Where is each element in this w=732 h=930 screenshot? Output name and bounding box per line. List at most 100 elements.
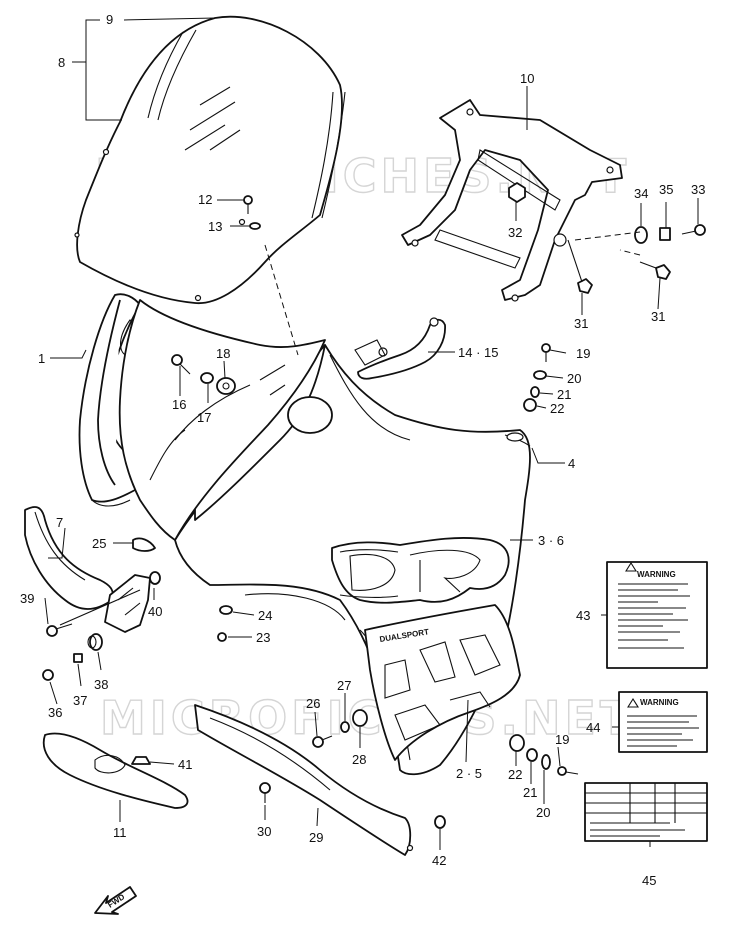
washer-24[interactable] [219,605,233,615]
callout-37: 37 [73,693,87,708]
grommet-28[interactable] [352,709,368,727]
callout-42: 42 [432,853,446,868]
lower-cowl-29[interactable] [194,704,414,856]
bolt-39[interactable] [46,623,73,637]
collar-21b[interactable] [526,748,538,762]
collar-27[interactable] [340,721,350,733]
warning-label-44[interactable]: WARNING [618,691,708,753]
side-duct-7[interactable] [24,506,114,610]
callout-26: 26 [306,696,320,711]
washer-20b[interactable] [541,754,551,770]
callout-21a: 21 [557,387,571,402]
nut-42[interactable] [434,815,446,829]
grommet-22a[interactable] [523,398,537,412]
warning-label-43-text: WARNING [637,570,676,579]
callout-13: 13 [208,219,222,234]
callout-numbers: 9 8 10 12 13 32 34 35 33 31 31 1 14 · 15… [20,12,705,888]
collar-37[interactable] [73,653,83,663]
grommet-34[interactable] [634,226,648,244]
bolt-31a[interactable] [567,239,593,294]
mount-bracket[interactable] [59,574,151,633]
washer-13[interactable] [249,222,261,230]
screw-19a[interactable] [541,343,551,362]
callout-7: 7 [56,515,63,530]
grommet-40[interactable] [149,571,161,585]
decal-dualsport[interactable]: DUALSPORT [364,604,521,761]
callout-22b: 22 [508,767,522,782]
callout-18: 18 [216,346,230,361]
callout-23: 23 [256,630,270,645]
callout-29: 29 [309,830,323,845]
callout-10: 10 [520,71,534,86]
screw-19b[interactable] [557,766,579,776]
callout-28: 28 [352,752,366,767]
callout-45: 45 [642,873,656,888]
grommet-18[interactable] [216,377,236,395]
spring-38[interactable] [87,633,103,651]
callout-11: 11 [113,825,127,840]
callout-32: 32 [508,225,522,240]
bolt-33[interactable] [681,224,706,236]
callout-36: 36 [48,705,62,720]
callout-40: 40 [148,604,162,619]
warning-label-44-text: WARNING [640,698,679,707]
callout-19b: 19 [555,732,569,747]
callout-31b: 31 [651,309,665,324]
callout-34: 34 [634,186,648,201]
callout-21b: 21 [523,785,537,800]
callout-24: 24 [258,608,272,623]
cowling-brace-10[interactable] [401,99,623,302]
clip-25[interactable] [132,537,156,552]
callout-43: 43 [576,608,590,623]
info-label-45[interactable] [584,782,708,842]
callout-20a: 20 [567,371,581,386]
washer-20a[interactable] [533,370,547,380]
alignment-line [264,244,299,356]
screw-30[interactable] [259,782,271,803]
callout-33: 33 [691,182,705,197]
windscreen[interactable] [74,15,346,304]
callout-19a: 19 [576,346,590,361]
callout-25: 25 [92,536,106,551]
callout-31a: 31 [574,316,588,331]
nut-32[interactable] [508,182,526,203]
callout-4: 4 [568,456,575,471]
collar-17[interactable] [200,372,214,384]
callout-17: 17 [197,410,211,425]
callout-35: 35 [659,182,673,197]
callout-41: 41 [178,757,192,772]
callout-1: 1 [38,351,45,366]
decal-dr[interactable] [331,537,510,604]
callout-27: 27 [337,678,351,693]
collar-35[interactable] [659,227,671,241]
callout-20b: 20 [536,805,550,820]
callout-39: 39 [20,591,34,606]
collar-21a[interactable] [530,386,540,398]
screw-36[interactable] [42,669,54,681]
callout-2-5: 2 · 5 [456,766,482,781]
alignment-line [619,249,641,256]
callout-3-6: 3 · 6 [538,533,564,548]
callout-16: 16 [172,397,186,412]
bolt-31b[interactable] [639,261,671,280]
callout-9: 9 [106,12,113,27]
callout-12: 12 [198,192,212,207]
callout-8: 8 [58,55,65,70]
screw-16[interactable] [171,354,191,375]
callout-30: 30 [257,824,271,839]
bracket-14-15[interactable] [354,317,446,380]
callout-22a: 22 [550,401,564,416]
fwd-arrow-icon: FWD [94,886,137,915]
grommet-22b[interactable] [509,734,525,752]
warning-label-43[interactable]: WARNING [606,561,708,669]
bottom-skid-11[interactable] [42,732,189,809]
callout-38: 38 [94,677,108,692]
alignment-line [574,231,641,241]
inner-fairing[interactable] [118,299,326,541]
screw-23[interactable] [217,632,227,642]
callout-44: 44 [586,720,600,735]
nut-41[interactable] [131,756,151,765]
callout-14-15: 14 · 15 [458,345,498,360]
bolt-26[interactable] [312,735,333,748]
